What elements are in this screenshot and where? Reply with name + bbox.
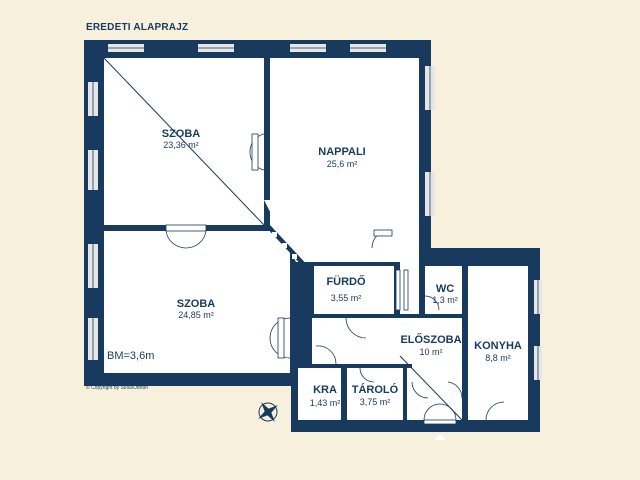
room-area-kra: 1,43 m² bbox=[309, 398, 341, 408]
room-name-kra: KRA bbox=[313, 384, 337, 396]
room-area-furdo: 3,55 m² bbox=[330, 293, 362, 303]
window-lines bbox=[92, 47, 539, 380]
room-area-konyha: 8,8 m² bbox=[485, 353, 511, 363]
room-name-szoba-2: SZOBA bbox=[176, 298, 216, 310]
room-name-wc: WC bbox=[435, 283, 455, 295]
door-leaves bbox=[165, 133, 457, 425]
room-name-konyha: KONYHA bbox=[474, 340, 522, 352]
room-area-wc: 1,3 m² bbox=[432, 295, 458, 305]
room-name-furdo: FÜRDŐ bbox=[326, 276, 366, 288]
room-area-eloszoba: 10 m² bbox=[419, 347, 443, 357]
plan-title: EREDETI ALAPRAJZ bbox=[86, 22, 189, 33]
room-name-szoba-1: SZOBA bbox=[161, 128, 201, 140]
room-area-tarolo: 3,75 m² bbox=[359, 397, 391, 407]
diagonal-line bbox=[103, 57, 265, 226]
room-name-tarolo: TÁROLÓ bbox=[351, 384, 399, 396]
compass-rose-icon bbox=[258, 402, 278, 422]
room-area-nappali: 25,6 m² bbox=[326, 159, 358, 169]
ceiling-height-label: BM=3,6m bbox=[107, 350, 155, 362]
room-floors bbox=[104, 58, 528, 420]
diagonal-wall-vents bbox=[272, 232, 297, 259]
room-area-szoba-2: 24,85 m² bbox=[178, 310, 214, 320]
room-area-szoba-1: 23,36 m² bbox=[163, 140, 199, 150]
copyright-note: © Copyright by StílusOtthon bbox=[86, 385, 149, 391]
room-name-nappali: NAPPALI bbox=[318, 146, 366, 158]
entrance-marker bbox=[434, 434, 446, 440]
room-name-eloszoba: ELŐSZOBA bbox=[400, 334, 462, 346]
